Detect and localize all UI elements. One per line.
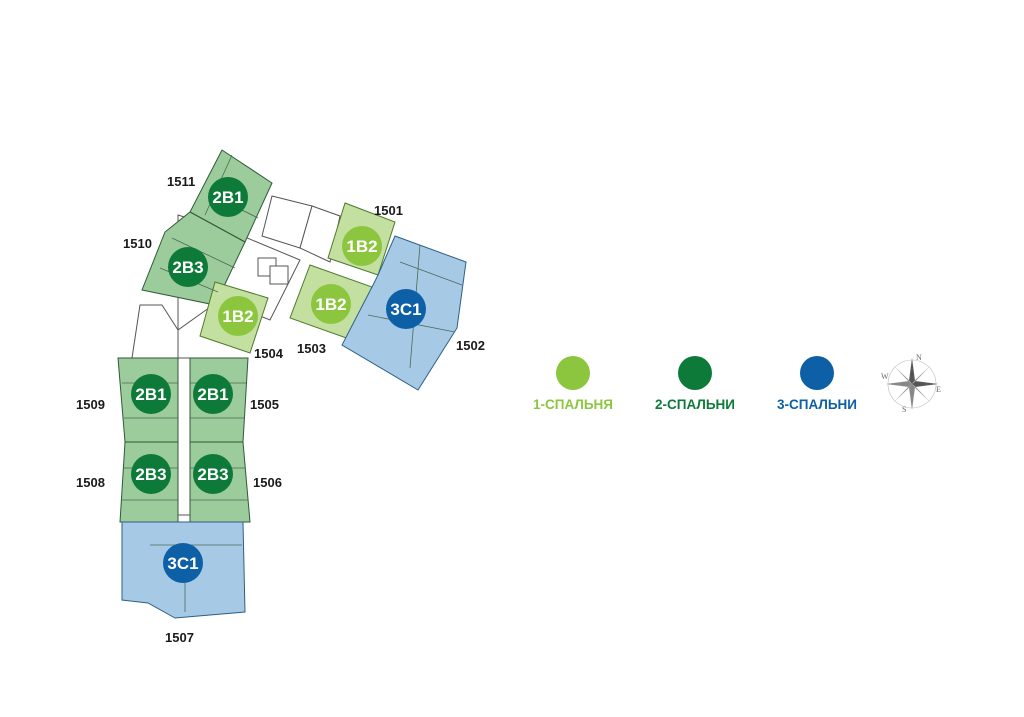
compass-w: W bbox=[881, 372, 889, 381]
badge-1507[interactable]: 3C1 bbox=[163, 543, 203, 583]
svg-text:2B3: 2B3 bbox=[197, 465, 228, 484]
unit-number-1511: 1511 bbox=[167, 174, 195, 189]
badge-dot bbox=[342, 226, 382, 266]
legend-label-3-bedroom: 3-СПАЛЬНИ bbox=[777, 397, 857, 412]
legend: 1-СПАЛЬНЯ 2-СПАЛЬНИ 3-СПАЛЬНИ bbox=[518, 356, 878, 426]
unit-number-1508: 1508 bbox=[76, 475, 105, 490]
badge-dot bbox=[163, 543, 203, 583]
legend-item-1-bedroom: 1-СПАЛЬНЯ bbox=[518, 356, 628, 412]
badge-dot bbox=[131, 454, 171, 494]
badge-dot bbox=[386, 289, 426, 329]
svg-text:2B1: 2B1 bbox=[212, 188, 243, 207]
badge-dot bbox=[193, 374, 233, 414]
badge-1502[interactable]: 3C1 bbox=[386, 289, 426, 329]
unit-number-1506: 1506 bbox=[253, 475, 282, 490]
unit-number-1503: 1503 bbox=[297, 341, 326, 356]
svg-text:2B3: 2B3 bbox=[135, 465, 166, 484]
badge-1506[interactable]: 2B3 bbox=[193, 454, 233, 494]
badge-1511[interactable]: 2B1 bbox=[208, 177, 248, 217]
badge-1510[interactable]: 2B3 bbox=[168, 247, 208, 287]
svg-text:2B1: 2B1 bbox=[135, 385, 166, 404]
compass-e: E bbox=[936, 385, 941, 394]
unit-type-badges: 1B2 3C1 1B2 1B2 2B1 2B3 3C1 2B3 bbox=[131, 177, 426, 583]
svg-text:1B2: 1B2 bbox=[315, 295, 346, 314]
badge-1505[interactable]: 2B1 bbox=[193, 374, 233, 414]
legend-dot-3-bedroom bbox=[800, 356, 834, 390]
unit-number-1504: 1504 bbox=[254, 346, 284, 361]
legend-dot-1-bedroom bbox=[556, 356, 590, 390]
svg-text:1B2: 1B2 bbox=[346, 237, 377, 256]
badge-dot bbox=[168, 247, 208, 287]
badge-1509[interactable]: 2B1 bbox=[131, 374, 171, 414]
unit-number-1509: 1509 bbox=[76, 397, 105, 412]
badge-1501[interactable]: 1B2 bbox=[342, 226, 382, 266]
badge-1508[interactable]: 2B3 bbox=[131, 454, 171, 494]
unit-number-1507: 1507 bbox=[165, 630, 194, 645]
svg-text:2B3: 2B3 bbox=[172, 258, 203, 277]
unit-labels: 1501 1502 1503 1504 1505 1506 1507 1508 … bbox=[76, 174, 485, 645]
compass-n: N bbox=[916, 353, 922, 362]
compass-s: S bbox=[902, 405, 906, 414]
svg-text:3C1: 3C1 bbox=[390, 300, 421, 319]
unit-number-1502: 1502 bbox=[456, 338, 485, 353]
badge-dot bbox=[218, 296, 258, 336]
legend-label-2-bedroom: 2-СПАЛЬНИ bbox=[655, 397, 735, 412]
badge-dot bbox=[193, 454, 233, 494]
svg-text:1B2: 1B2 bbox=[222, 307, 253, 326]
badge-dot bbox=[311, 284, 351, 324]
svg-text:2B1: 2B1 bbox=[197, 385, 228, 404]
unit-number-1505: 1505 bbox=[250, 397, 279, 412]
svg-text:3C1: 3C1 bbox=[167, 554, 198, 573]
badge-1504[interactable]: 1B2 bbox=[218, 296, 258, 336]
legend-item-2-bedroom: 2-СПАЛЬНИ bbox=[640, 356, 750, 412]
badge-dot bbox=[131, 374, 171, 414]
unit-number-1501: 1501 bbox=[374, 203, 403, 218]
unit-number-1510: 1510 bbox=[123, 236, 152, 251]
badge-dot bbox=[208, 177, 248, 217]
legend-item-3-bedroom: 3-СПАЛЬНИ bbox=[762, 356, 872, 412]
compass-rose-icon: N E S W bbox=[881, 353, 941, 414]
legend-label-1-bedroom: 1-СПАЛЬНЯ bbox=[533, 397, 613, 412]
legend-dot-2-bedroom bbox=[678, 356, 712, 390]
badge-1503[interactable]: 1B2 bbox=[311, 284, 351, 324]
